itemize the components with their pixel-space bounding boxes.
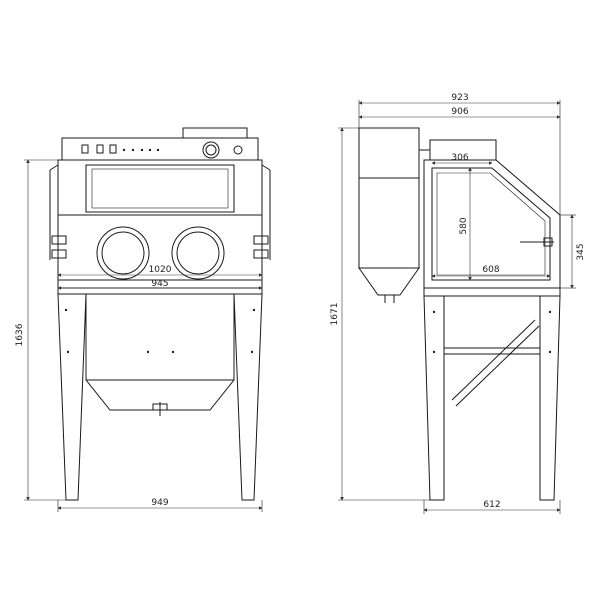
collector-cone: [358, 267, 420, 296]
cabinet-body: [57, 159, 263, 281]
valve-knob-icon: [233, 145, 243, 155]
viewing-window: [85, 164, 235, 213]
dim-side-overall-depth: 923: [451, 93, 468, 103]
dim-front-total-height: 1636: [15, 323, 25, 346]
top-hopper: [182, 127, 248, 139]
dim-side-window-height: 580: [459, 217, 469, 234]
glove-port-left: [96, 226, 150, 280]
latch-left: [51, 235, 67, 245]
drain-valve: [152, 403, 168, 411]
dust-collector: [358, 127, 420, 179]
leg-right: [233, 293, 263, 501]
side-view: 923 906 306 580 608 345 1671 612: [24, 93, 586, 514]
pressure-gauge-icon: [202, 141, 220, 159]
side-window: [431, 167, 551, 281]
front-view: 1636 1020 945 949: [15, 127, 271, 510]
dim-front-cabinet-width: 945: [151, 279, 168, 289]
dim-front-base-width: 949: [151, 498, 168, 508]
side-leg-back: [539, 295, 561, 501]
dim-side-window-top: 306: [451, 153, 468, 163]
side-leg-front: [423, 295, 445, 501]
dim-side-total-height: 1671: [330, 303, 340, 326]
dim-side-window-width: 608: [482, 265, 499, 275]
leg-left: [57, 293, 87, 501]
glove-port-right: [171, 226, 225, 280]
dim-side-cabinet-depth: 906: [451, 107, 468, 117]
hopper-funnel: [85, 293, 235, 411]
control-panel: [61, 137, 259, 161]
dim-side-handle-height: 345: [576, 243, 586, 260]
switch-group: [81, 144, 160, 154]
side-diagonal-brace: [451, 319, 536, 401]
dim-side-base-depth: 612: [483, 500, 500, 510]
side-cabinet-body: [423, 159, 561, 289]
latch-right: [253, 235, 269, 245]
dim-front-inner-width: 1020: [149, 265, 172, 275]
